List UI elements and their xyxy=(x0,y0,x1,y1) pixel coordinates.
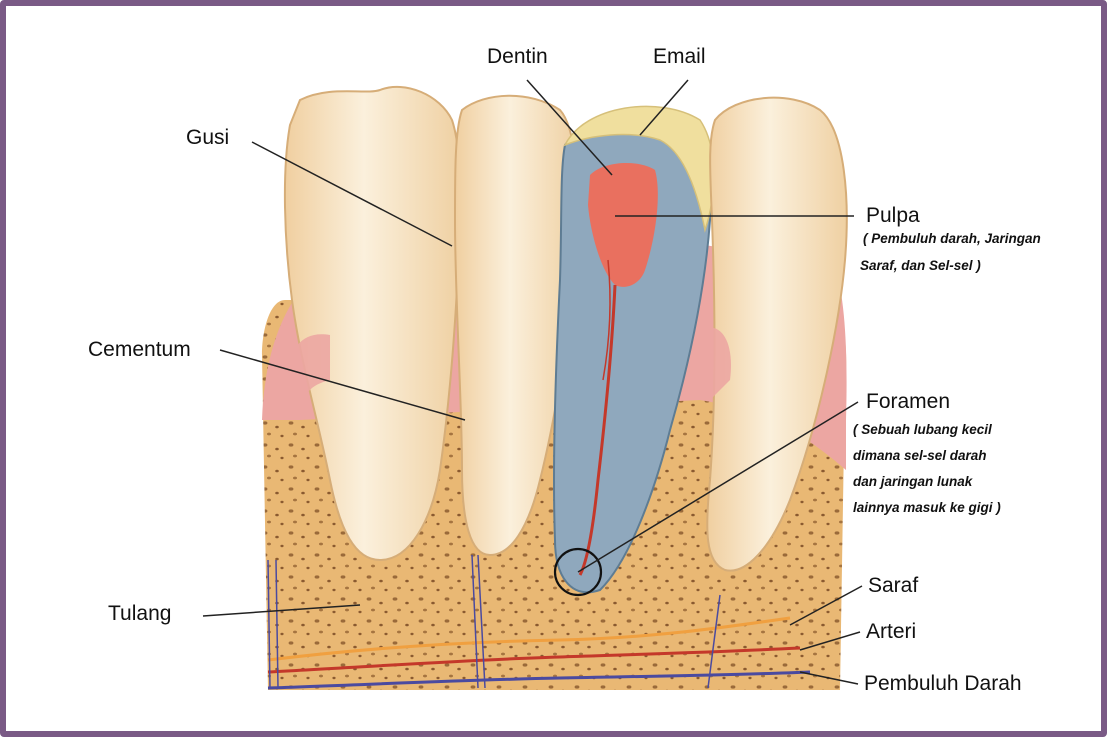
gusi-label: Gusi xyxy=(186,126,229,150)
foramen-note-line-2: dimana sel-sel darah xyxy=(853,446,987,466)
pulpa-label: Pulpa xyxy=(866,204,920,228)
arteri-label: Arteri xyxy=(866,620,916,644)
foramen-note-line-3: dan jaringan lunak xyxy=(853,472,972,492)
pembuluh-darah-label: Pembuluh Darah xyxy=(864,672,1022,696)
dentin-label: Dentin xyxy=(487,45,548,69)
foramen-note-line-1: ( Sebuah lubang kecil xyxy=(853,420,992,440)
email-label: Email xyxy=(653,45,706,69)
foramen-label: Foramen xyxy=(866,390,950,414)
saraf-label: Saraf xyxy=(868,574,918,598)
pulpa-note-line-1: ( Pembuluh darah, Jaringan xyxy=(863,229,1041,249)
foramen-note-line-4: lainnya masuk ke gigi ) xyxy=(853,498,1001,518)
tulang-label: Tulang xyxy=(108,602,171,626)
pulpa-note-line-2: Saraf, dan Sel-sel ) xyxy=(860,256,981,276)
cementum-label: Cementum xyxy=(88,338,191,362)
